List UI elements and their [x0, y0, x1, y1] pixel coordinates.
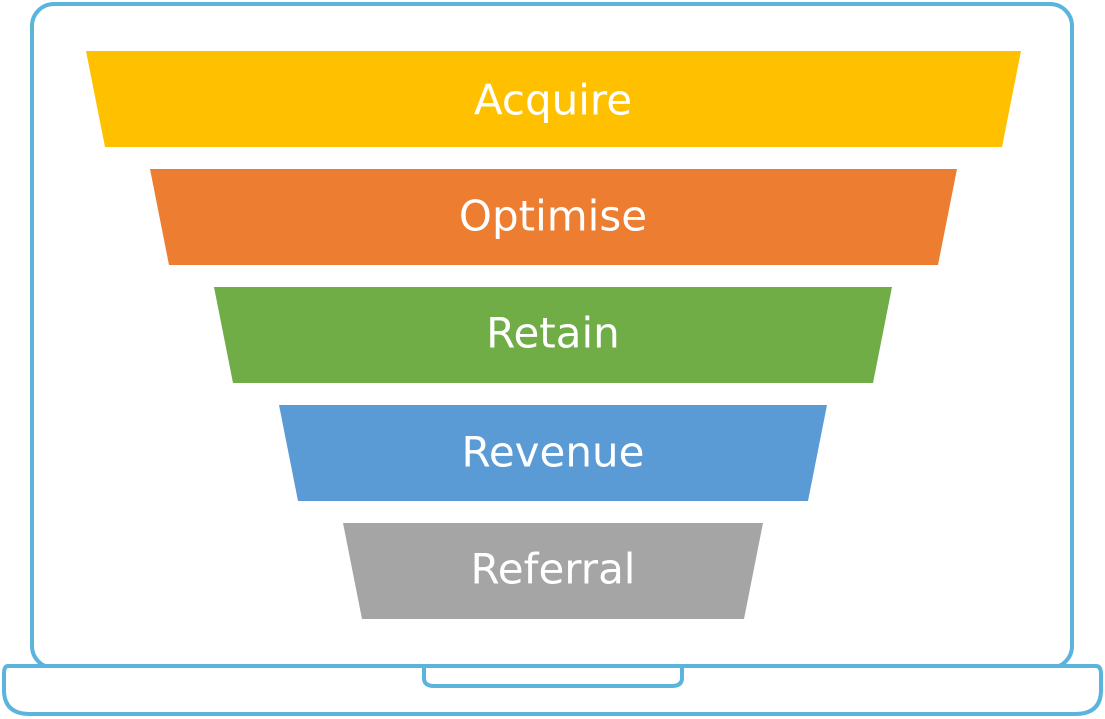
funnel-band-retain — [214, 287, 892, 383]
funnel: Acquire Optimise Retain Revenue Referral — [86, 51, 1021, 619]
funnel-band-revenue — [279, 405, 827, 501]
funnel-band-referral — [343, 523, 763, 619]
funnel-stage-revenue: Revenue — [279, 405, 827, 501]
funnel-stage-optimise: Optimise — [150, 169, 957, 265]
funnel-stage-retain: Retain — [214, 287, 892, 383]
funnel-band-optimise — [150, 169, 957, 265]
funnel-stage-referral: Referral — [343, 523, 763, 619]
funnel-label-optimise: Optimise — [459, 192, 647, 241]
funnel-label-revenue: Revenue — [462, 428, 645, 477]
laptop-base — [1, 664, 1103, 716]
funnel-label-referral: Referral — [471, 545, 636, 594]
funnel-stage-acquire: Acquire — [86, 51, 1021, 147]
funnel-band-acquire — [86, 51, 1021, 147]
funnel-label-acquire: Acquire — [474, 76, 632, 125]
laptop-notch — [422, 668, 684, 688]
funnel-label-retain: Retain — [486, 309, 620, 358]
